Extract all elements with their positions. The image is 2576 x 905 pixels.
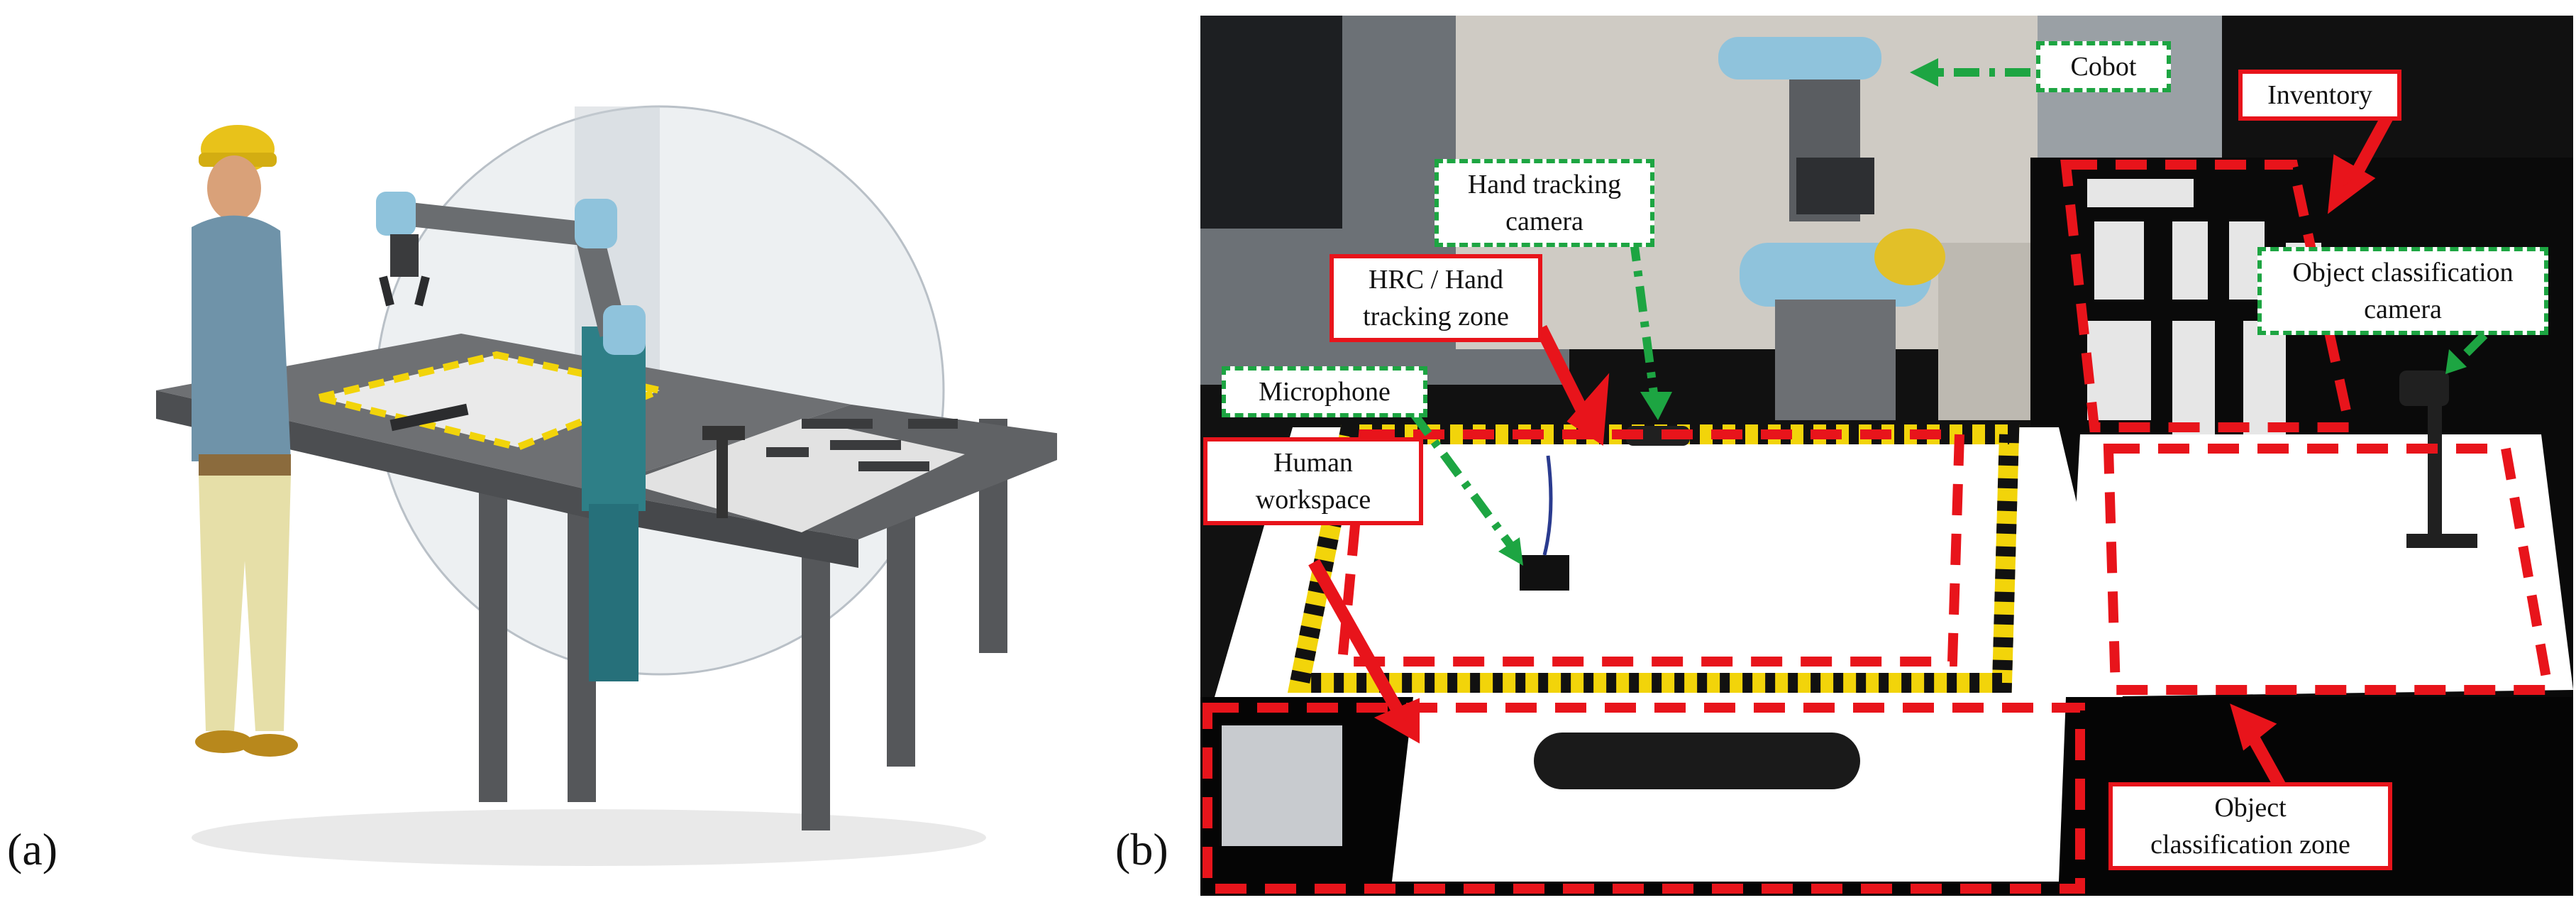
inventory-slots (2087, 179, 2321, 441)
microphone-device (1520, 555, 1569, 591)
classification-camera-stand (2428, 385, 2442, 548)
panel-label-b: (b) (1115, 824, 1168, 874)
camera-stand (717, 433, 728, 518)
callout-human-workspace-line2: workspace (1255, 485, 1371, 515)
parts-tray (1222, 725, 1342, 846)
callout-hand-tracking-camera-line1: Hand tracking (1467, 170, 1622, 199)
inventory-zone-outline (2060, 160, 2356, 432)
render-illustration (92, 21, 1057, 894)
callout-object-classification-camera-line1: Object classification (2292, 258, 2514, 287)
table-legs (206, 419, 1007, 830)
inventory-objects (766, 419, 958, 471)
callout-human-workspace: Human workspace (1203, 437, 1423, 525)
callout-hrc-zone-line1: HRC / Hand (1369, 265, 1503, 295)
callout-hand-tracking-camera-line2: camera (1505, 207, 1583, 236)
classification-sheet (2066, 434, 2573, 697)
render-svg (156, 105, 1057, 866)
classification-zone-outline (2103, 444, 2555, 695)
callout-inventory: Inventory (2238, 70, 2401, 121)
annotated-photo: Cobot Inventory Hand tracking camera HRC… (1200, 16, 2573, 896)
callout-object-classification-camera-line2: camera (2364, 295, 2442, 324)
object-on-workspace (1534, 733, 1860, 789)
callout-microphone: Microphone (1222, 366, 1427, 417)
callout-object-classification-zone-line1: Object (2214, 793, 2287, 823)
photo-svg (1200, 16, 2573, 896)
callout-object-classification-zone: Object classification zone (2108, 782, 2392, 870)
callout-inventory-text: Inventory (2267, 80, 2372, 110)
floor-shadow (192, 809, 986, 866)
hazard-tape (318, 351, 673, 451)
callout-hand-tracking-camera: Hand tracking camera (1435, 159, 1654, 247)
callout-object-classification-zone-line2: classification zone (2150, 830, 2350, 860)
hrc-tabletop (1215, 427, 2123, 697)
robot-base (582, 327, 646, 511)
red-arrows (1308, 104, 2398, 800)
green-arrowheads (1498, 58, 2467, 566)
callout-object-classification-camera: Object classification camera (2257, 247, 2548, 335)
callout-hrc-zone-line2: tracking zone (1363, 302, 1509, 331)
panel-label-a: (a) (7, 824, 58, 874)
callout-human-workspace-line1: Human (1273, 448, 1353, 478)
hrc-zone-outline (1337, 429, 1965, 667)
cobot-arm (1718, 37, 1945, 420)
callout-hrc-zone: HRC / Hand tracking zone (1330, 254, 1542, 342)
zone-outlines (1203, 160, 2555, 894)
callout-microphone-text: Microphone (1259, 377, 1391, 407)
callout-cobot: Cobot (2036, 41, 2171, 92)
robot-arm (376, 192, 646, 355)
green-arrows (1410, 68, 2488, 551)
human-workspace-outline (1203, 703, 2085, 894)
callout-cobot-text: Cobot (2070, 52, 2137, 82)
worker-figure (192, 125, 298, 757)
